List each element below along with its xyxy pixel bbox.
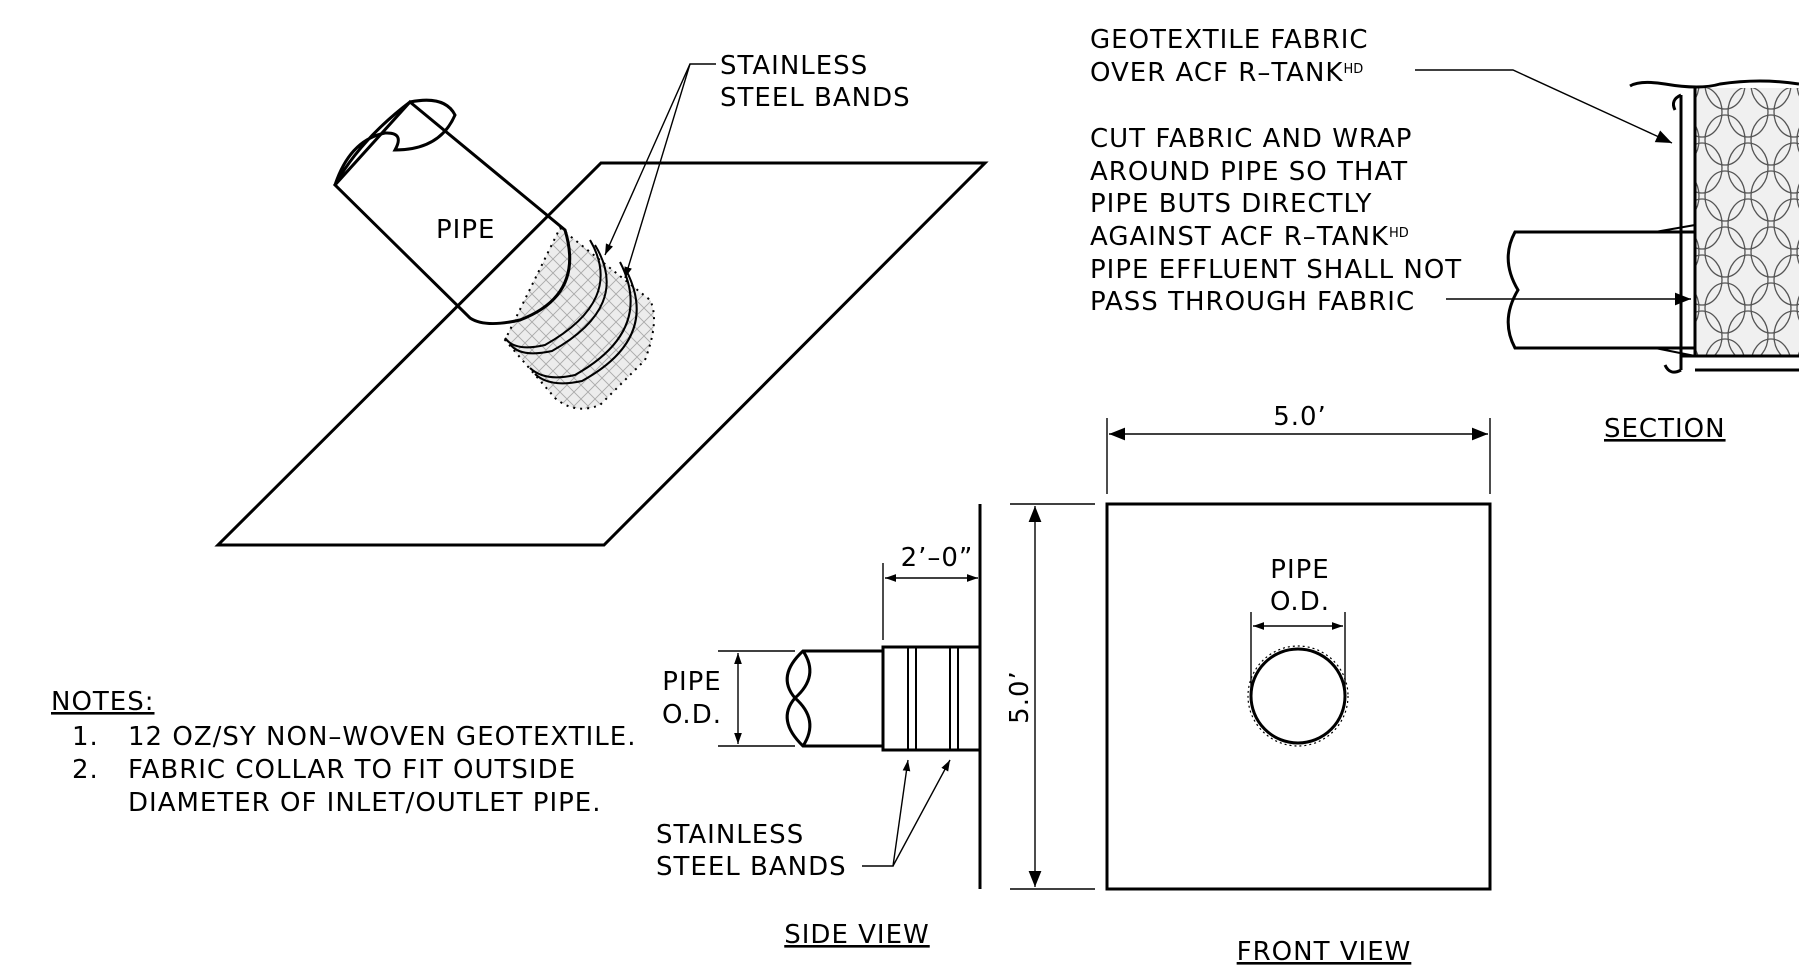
cut-note-line2: AROUND PIPE SO THAT [1090, 157, 1408, 187]
bands-label-line2: STEEL BANDS [720, 83, 911, 113]
front-pipe-label-line1: PIPE [1270, 555, 1329, 585]
bands-leader-side-2 [892, 759, 951, 867]
side-pipe-label-line1: PIPE [662, 667, 721, 697]
front-view: 5.0’ PIPE O.D. FRONT VIEW [1105, 402, 1492, 967]
effluent-pipe-section [1506, 230, 1697, 350]
notes-block: NOTES: 1. 12 OZ/SY NON–WOVEN GEOTEXTILE.… [51, 687, 636, 818]
steel-band-2 [509, 244, 608, 355]
cut-note-line1: CUT FABRIC AND WRAP [1090, 124, 1412, 154]
side-pipe-label-line2: O.D. [662, 700, 722, 730]
notes-heading: NOTES: [51, 687, 155, 717]
cut-note-line4-text: AGAINST ACF R–TANK [1090, 222, 1389, 252]
fabric-sheet-perspective [214, 161, 989, 547]
section-title: SECTION [1604, 414, 1726, 444]
steel-band-3 [529, 261, 632, 379]
front-pipe-label-line2: O.D. [1270, 587, 1330, 617]
fabric-label-line1: GEOTEXTILE FABRIC [1090, 25, 1369, 55]
pipe-opening-front [1249, 647, 1347, 745]
front-width-dim: 5.0’ [1273, 402, 1327, 432]
r-tank-section [1695, 88, 1799, 356]
pipe-label: PIPE [436, 215, 495, 245]
pipe-perspective [332, 99, 572, 325]
steel-band-1 [504, 239, 602, 349]
fabric-label-line2-text: OVER ACF R–TANK [1090, 58, 1343, 88]
fabric-square-front [1105, 502, 1492, 891]
side-view: 5.0’ 2’–0” PIPE O.D. STAINLESS STEEL BAN… [656, 503, 1095, 950]
pipe-break-end [333, 98, 457, 186]
side-height-dim: 5.0’ [1005, 670, 1035, 724]
section-view: GEOTEXTILE FABRIC OVER ACF R–TANKHD CUT … [1090, 25, 1799, 444]
bands-leader-perspective-2 [624, 63, 691, 279]
note-2-num: 2. [72, 755, 99, 785]
note-2-text-line2: DIAMETER OF INLET/OUTLET PIPE. [128, 788, 602, 818]
cut-note-line3: PIPE BUTS DIRECTLY [1090, 189, 1372, 219]
cut-note-line4-sup: HD [1389, 226, 1409, 241]
note-1-text: 12 OZ/SY NON–WOVEN GEOTEXTILE. [128, 722, 636, 752]
front-view-title: FRONT VIEW [1237, 937, 1412, 967]
fabric-label-sup: HD [1343, 62, 1363, 77]
cut-note-line5: PIPE EFFLUENT SHALL NOT [1090, 255, 1462, 285]
cut-note-line4: AGAINST ACF R–TANKHD [1090, 222, 1409, 252]
perspective-view: PIPE STAINLESS STEEL BANDS [214, 51, 989, 547]
fabric-leader [1415, 69, 1673, 144]
side-collar-dim: 2’–0” [901, 543, 974, 573]
note-1-num: 1. [72, 722, 99, 752]
fabric-collar-perspective [503, 226, 655, 410]
steel-band-4 [534, 267, 638, 385]
cut-note-line6: PASS THROUGH FABRIC [1090, 287, 1415, 317]
side-bands-label-line2: STEEL BANDS [656, 852, 847, 882]
fabric-label-line2: OVER ACF R–TANKHD [1090, 58, 1363, 88]
fabric-collar-side [881, 645, 982, 752]
note-2-text-line1: FABRIC COLLAR TO FIT OUTSIDE [128, 755, 576, 785]
bands-label-line1: STAINLESS [720, 51, 868, 81]
pipe-side [785, 649, 885, 748]
side-bands-label-line1: STAINLESS [656, 820, 804, 850]
side-view-title: SIDE VIEW [784, 920, 929, 950]
